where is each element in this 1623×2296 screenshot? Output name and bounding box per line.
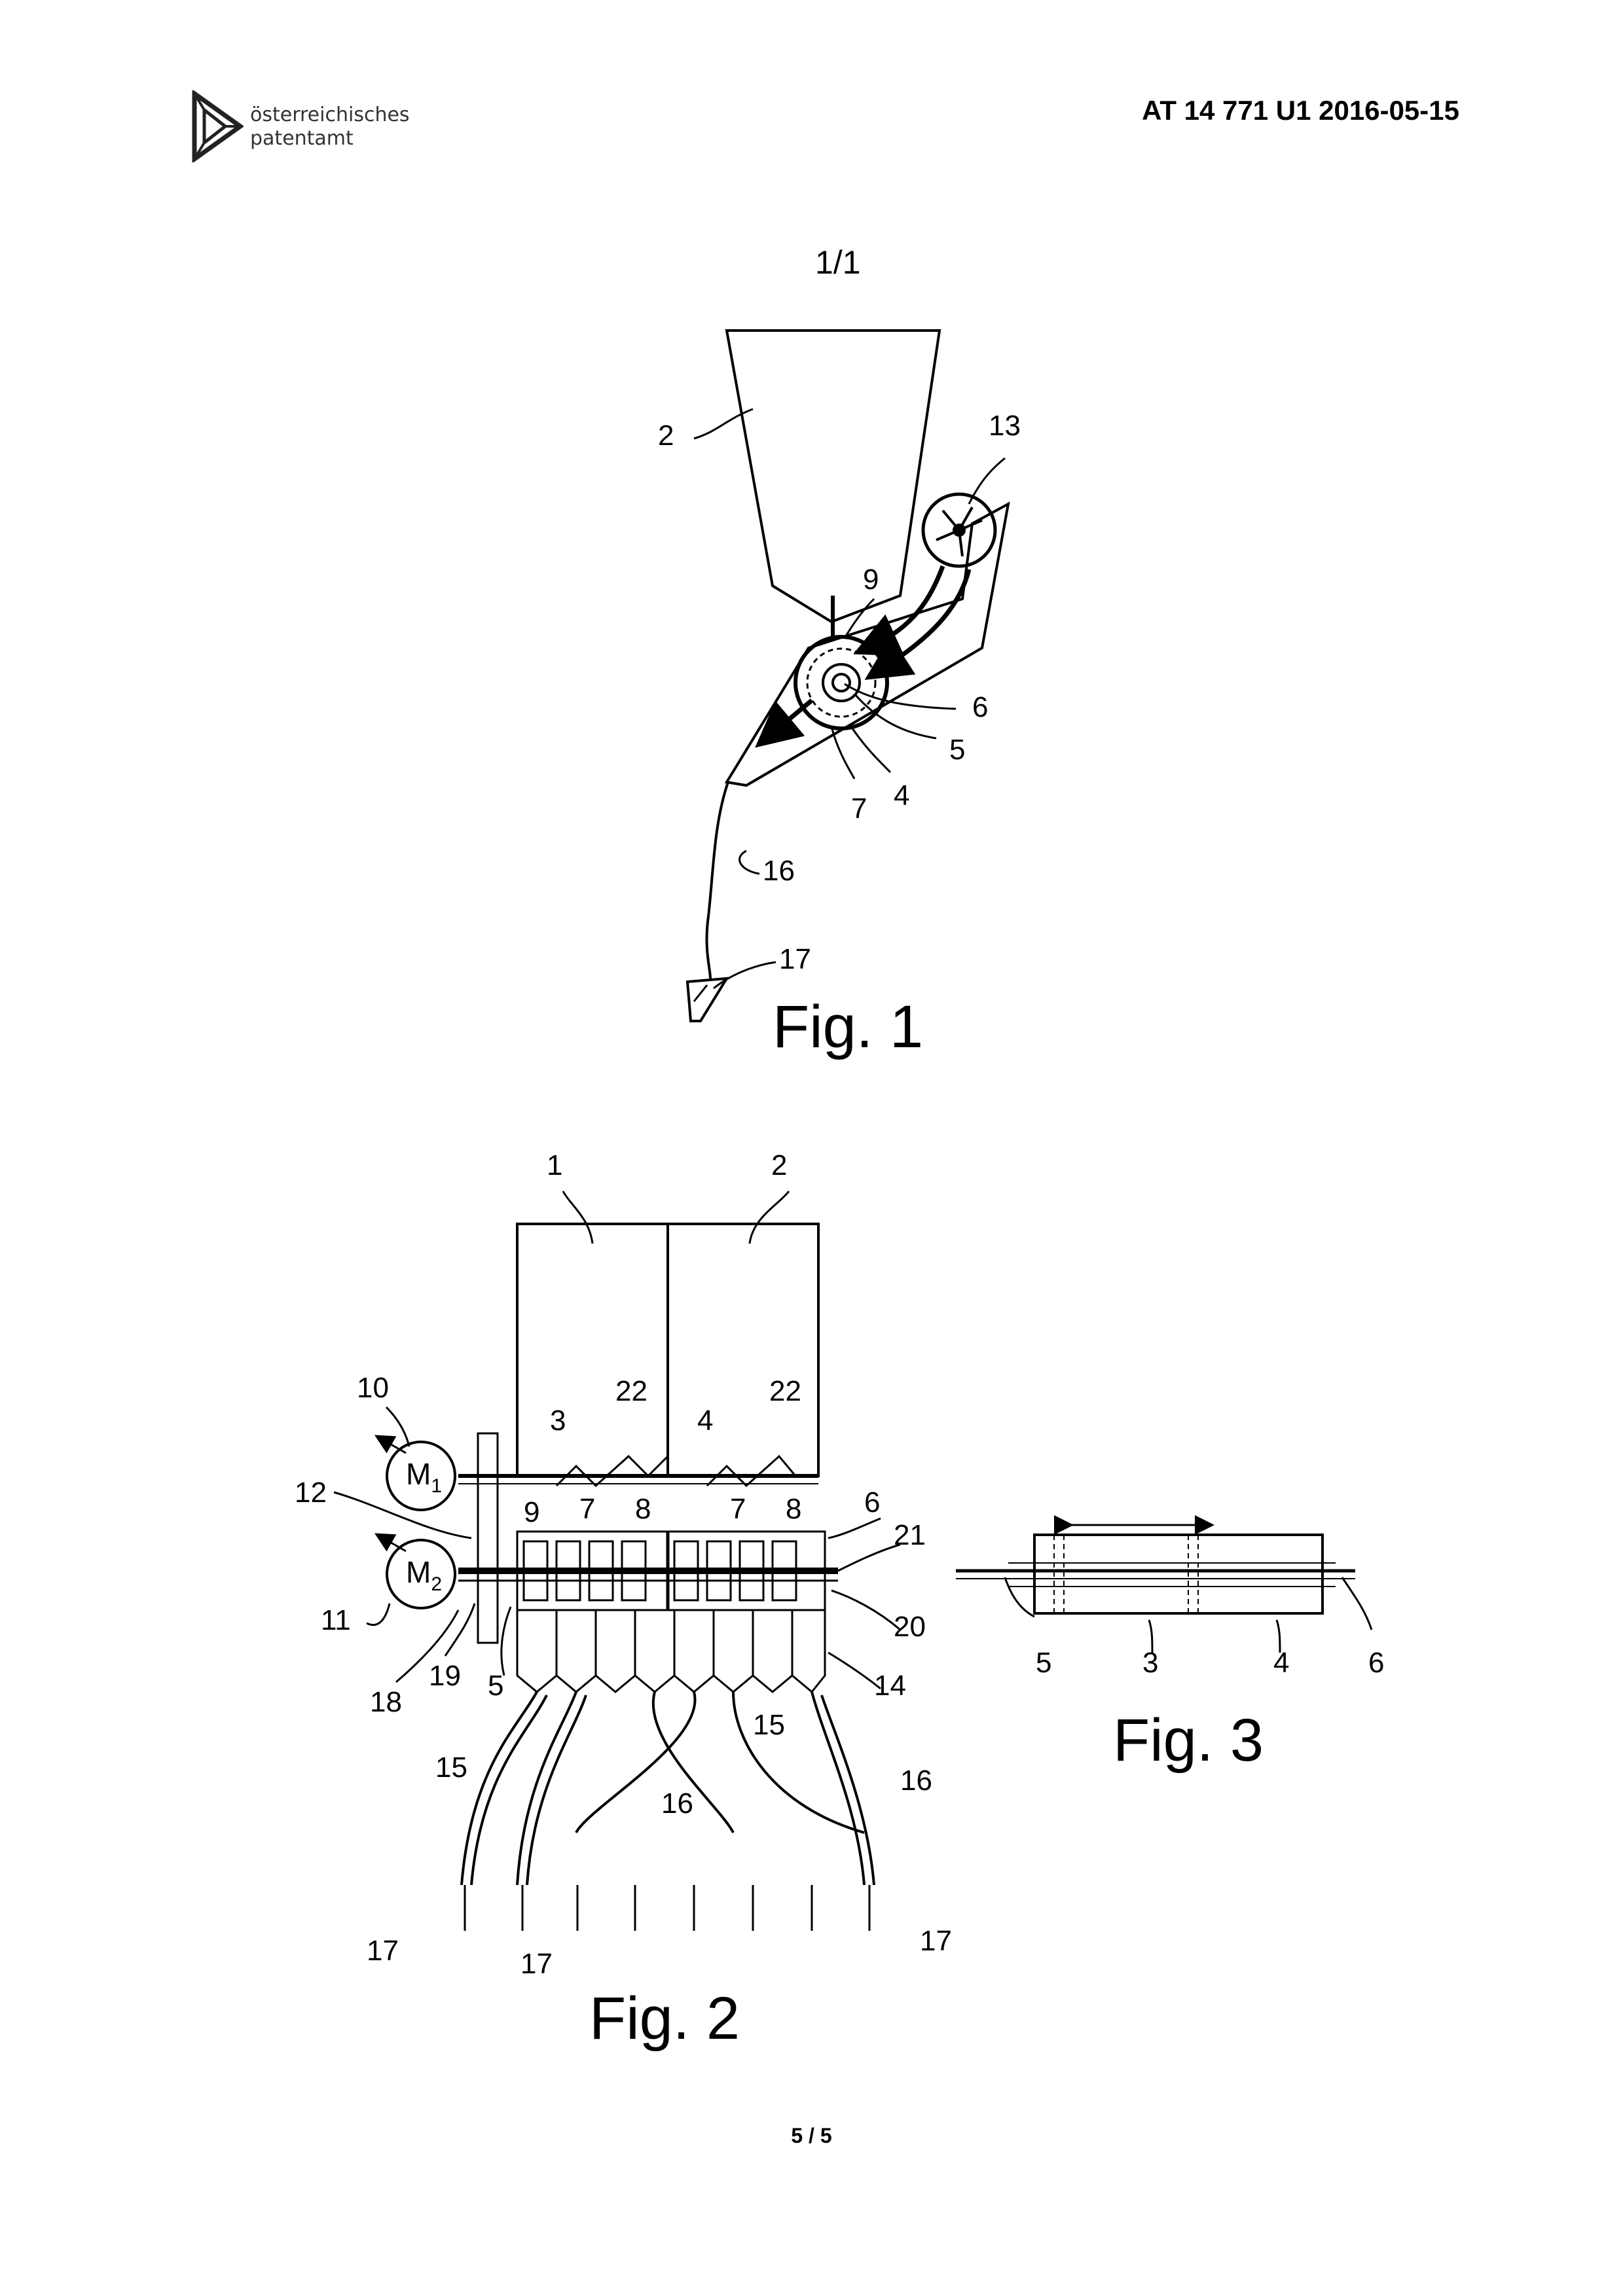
fig2-coulters [465, 1885, 869, 1931]
fig1-seed-tube [707, 782, 728, 978]
fig1-ref-2: 2 [658, 420, 674, 452]
fig2-ref-3: 3 [550, 1405, 566, 1437]
fig2-ref-17a: 17 [367, 1935, 399, 1967]
page-number: 5 / 5 [0, 2124, 1623, 2148]
fig2-motor-1-label: M1 [406, 1457, 442, 1497]
fig2-ref-21: 21 [894, 1519, 926, 1551]
fig1-ref-7: 7 [851, 793, 867, 825]
fig2-hopper-1 [517, 1224, 668, 1476]
fig2-ref-10: 10 [357, 1372, 389, 1404]
figure-3 [956, 1525, 1372, 1653]
fig1-ref-4: 4 [894, 780, 909, 812]
fig2-distributor-funnels [517, 1610, 825, 1692]
fig1-coulter [687, 978, 727, 1021]
figure-1-labels: 2 13 9 6 5 7 4 16 17 Fig. 1 [658, 410, 1021, 1060]
fig2-ref-14: 14 [874, 1670, 906, 1702]
fig2-ref-5: 5 [488, 1670, 503, 1702]
fig2-motor-2-label: M2 [406, 1555, 442, 1595]
fig2-caption: Fig. 2 [589, 1985, 740, 2052]
figure-1 [687, 331, 1008, 1021]
fig2-ref-7b: 7 [730, 1493, 746, 1525]
fig2-ref-22a: 22 [615, 1375, 647, 1407]
fig3-ref-6: 6 [1368, 1647, 1384, 1679]
fig2-ref-11: 11 [321, 1604, 351, 1636]
fig2-hopper-2 [668, 1224, 818, 1476]
fig2-ref-16a: 16 [661, 1787, 693, 1820]
fig3-ref-5: 5 [1036, 1647, 1051, 1679]
fig2-ref-4: 4 [697, 1405, 713, 1437]
fig2-ref-20: 20 [894, 1611, 926, 1643]
fig3-ref-4: 4 [1273, 1647, 1289, 1679]
fig1-ref-17: 17 [779, 943, 811, 975]
fig2-ref-6: 6 [864, 1486, 880, 1518]
fig1-metering-roller [795, 637, 887, 728]
fig1-seed-flow [773, 700, 812, 733]
fig2-ref-15a: 15 [435, 1751, 467, 1784]
fig1-hopper [727, 331, 939, 622]
fig3-caption: Fig. 3 [1113, 1707, 1264, 1774]
figure-3-labels: 5 3 4 6 Fig. 3 [1036, 1647, 1384, 1774]
fig1-ref-6: 6 [972, 691, 988, 723]
fig3-roller [1034, 1535, 1322, 1613]
fig2-ref-17c: 17 [920, 1925, 952, 1957]
fig2-ref-1: 1 [547, 1149, 562, 1181]
fig2-ref-16b: 16 [900, 1765, 932, 1797]
fig2-ref-8b: 8 [786, 1493, 801, 1525]
fig1-ref-5: 5 [949, 734, 965, 766]
fig2-agitator-2 [707, 1456, 795, 1486]
fig1-ref-13: 13 [989, 410, 1021, 442]
fig1-ref-9: 9 [863, 564, 879, 596]
fig2-ref-7a: 7 [579, 1493, 595, 1525]
fig2-ref-18: 18 [370, 1686, 402, 1718]
fig2-ref-2: 2 [771, 1149, 787, 1181]
fig1-ref-16: 16 [763, 855, 795, 887]
fig3-ref-3: 3 [1142, 1647, 1158, 1679]
fig2-ref-22b: 22 [769, 1375, 801, 1407]
fig2-ref-8a: 8 [635, 1493, 651, 1525]
fig2-ref-17b: 17 [520, 1948, 553, 1980]
fig2-ref-9: 9 [524, 1496, 539, 1528]
fig1-caption: Fig. 1 [773, 994, 923, 1060]
fig2-ref-15b: 15 [753, 1709, 785, 1741]
fig2-agitator-1 [556, 1456, 668, 1486]
fig2-ref-12: 12 [295, 1477, 327, 1509]
fig2-ref-19: 19 [429, 1660, 461, 1692]
